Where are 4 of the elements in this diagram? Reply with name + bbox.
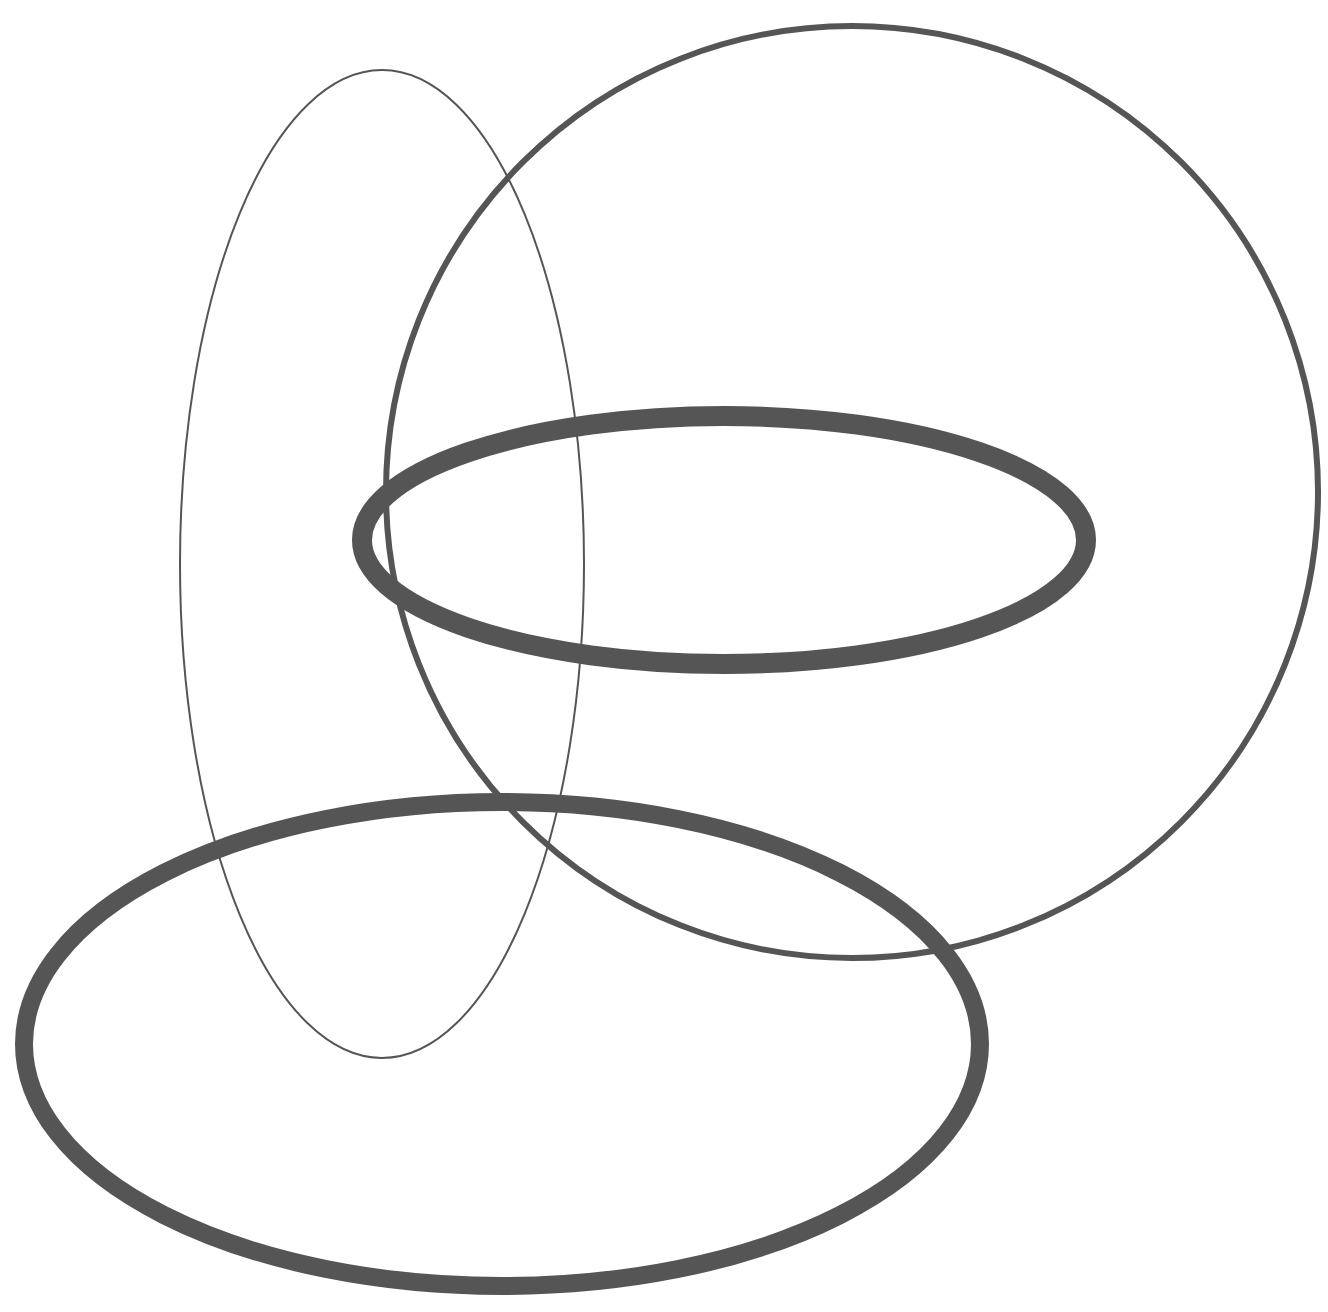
ellipse-outline xyxy=(15,793,989,1295)
ellipse-outline xyxy=(179,69,585,1059)
circle-outline xyxy=(383,23,1321,961)
ellipse-outline xyxy=(352,406,1096,674)
